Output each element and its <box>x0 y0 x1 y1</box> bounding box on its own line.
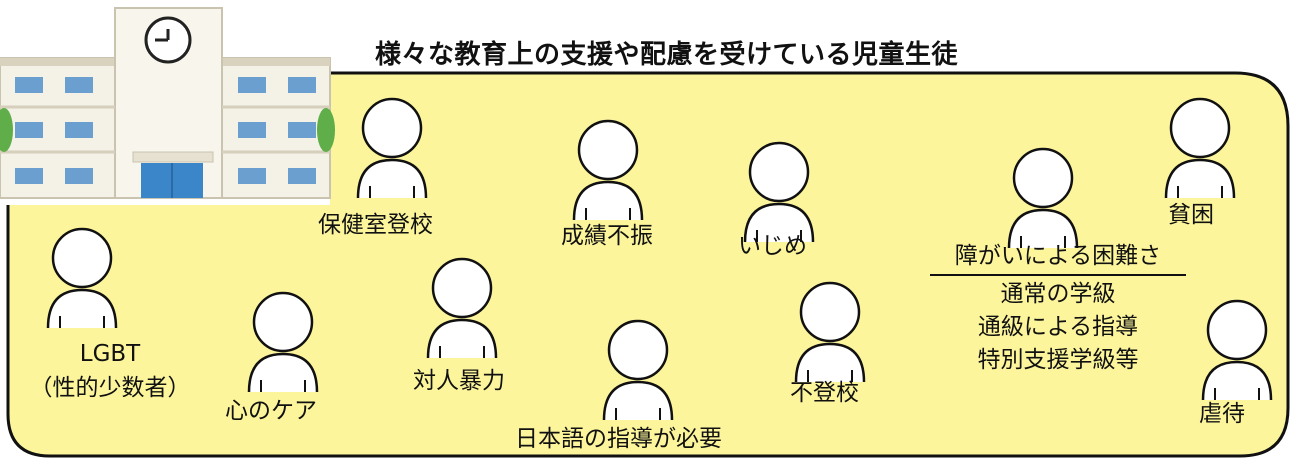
disability-item: 通常の学級 <box>1000 281 1116 307</box>
person-icon <box>247 291 319 393</box>
label-ijime: いじめ <box>738 233 807 259</box>
person-icon <box>572 119 644 221</box>
disability-item: 特別支援学級等 <box>977 347 1139 373</box>
label-futoukou: 不登校 <box>790 380 859 406</box>
label-lgbt-note: （性的少数者） <box>29 375 191 401</box>
disability-item: 通級による指導 <box>977 314 1139 340</box>
disability-divider <box>930 274 1186 276</box>
label-lgbt: LGBT <box>79 341 141 367</box>
label-nihongo-shidou: 日本語の指導が必要 <box>515 426 722 452</box>
people-layer <box>46 97 1273 421</box>
person-icon <box>1007 147 1079 249</box>
person-icon <box>1164 97 1236 199</box>
disability-title: 障がいによる困難さ <box>954 243 1162 269</box>
lgbt-block: LGBT （性的少数者） <box>10 337 210 405</box>
person-icon <box>46 227 118 329</box>
label-seiseki-fushin: 成績不振 <box>561 223 653 249</box>
clock-icon <box>144 16 192 64</box>
label-gyakutai: 虐待 <box>1199 401 1245 427</box>
person-icon <box>1201 299 1273 401</box>
page-title: 様々な教育上の支援や配慮を受けている児童生徒 <box>375 40 959 70</box>
label-kokoro-no-care: 心のケア <box>225 398 317 424</box>
person-icon <box>426 257 498 359</box>
person-icon <box>602 319 674 421</box>
person-icon <box>743 141 815 243</box>
label-taijin-bouryoku: 対人暴力 <box>413 368 505 394</box>
person-icon <box>794 281 866 383</box>
person-icon <box>356 97 428 199</box>
label-hokenshitsu-toukou: 保健室登校 <box>318 212 433 238</box>
school-building-icon <box>0 7 335 205</box>
label-hinkon: 貧困 <box>1168 202 1214 228</box>
disability-block: 障がいによる困難さ 通常の学級 通級による指導 特別支援学級等 <box>930 240 1186 377</box>
